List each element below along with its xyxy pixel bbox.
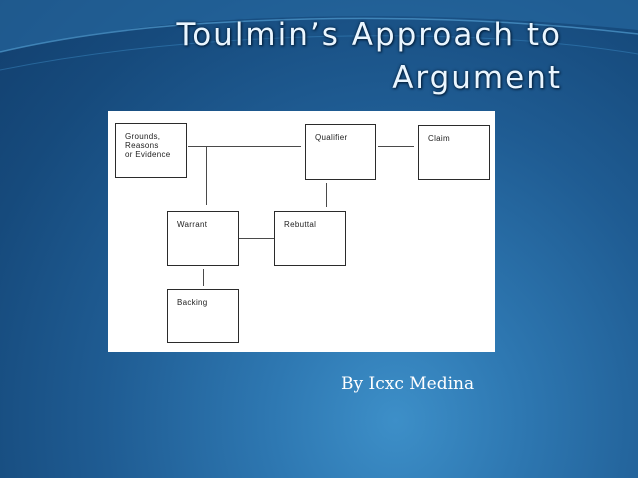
connector-qualifier-rebuttal [326,183,327,207]
connector-grounds-warrant [206,147,207,205]
connector-qualifier-claim [378,146,414,147]
connector-warrant-backing [203,269,204,286]
node-qualifier-label: Qualifier [315,133,348,142]
slide-title-line-1: Toulmin’s Approach to [176,17,562,53]
connector-warrant-rebuttal [239,238,274,239]
node-warrant: Warrant [167,211,239,266]
slide-title-line-2: Argument [392,60,562,96]
node-claim-label: Claim [428,134,450,143]
node-grounds-label: Grounds, Reasons or Evidence [125,132,171,159]
node-grounds: Grounds, Reasons or Evidence [115,123,187,178]
toulmin-diagram: Grounds, Reasons or Evidence Qualifier C… [108,111,495,352]
node-warrant-label: Warrant [177,220,208,229]
node-qualifier: Qualifier [305,124,376,180]
slide-subtitle: By Icxc Medina [341,374,475,394]
node-backing-label: Backing [177,298,208,307]
node-claim: Claim [418,125,490,180]
node-rebuttal: Rebuttal [274,211,346,266]
header-swoosh-decoration [0,0,638,71]
slide-title: Toulmin’s Approach to Argument [177,14,562,100]
node-rebuttal-label: Rebuttal [284,220,317,229]
node-backing: Backing [167,289,239,343]
connector-grounds-qualifier [188,146,301,147]
